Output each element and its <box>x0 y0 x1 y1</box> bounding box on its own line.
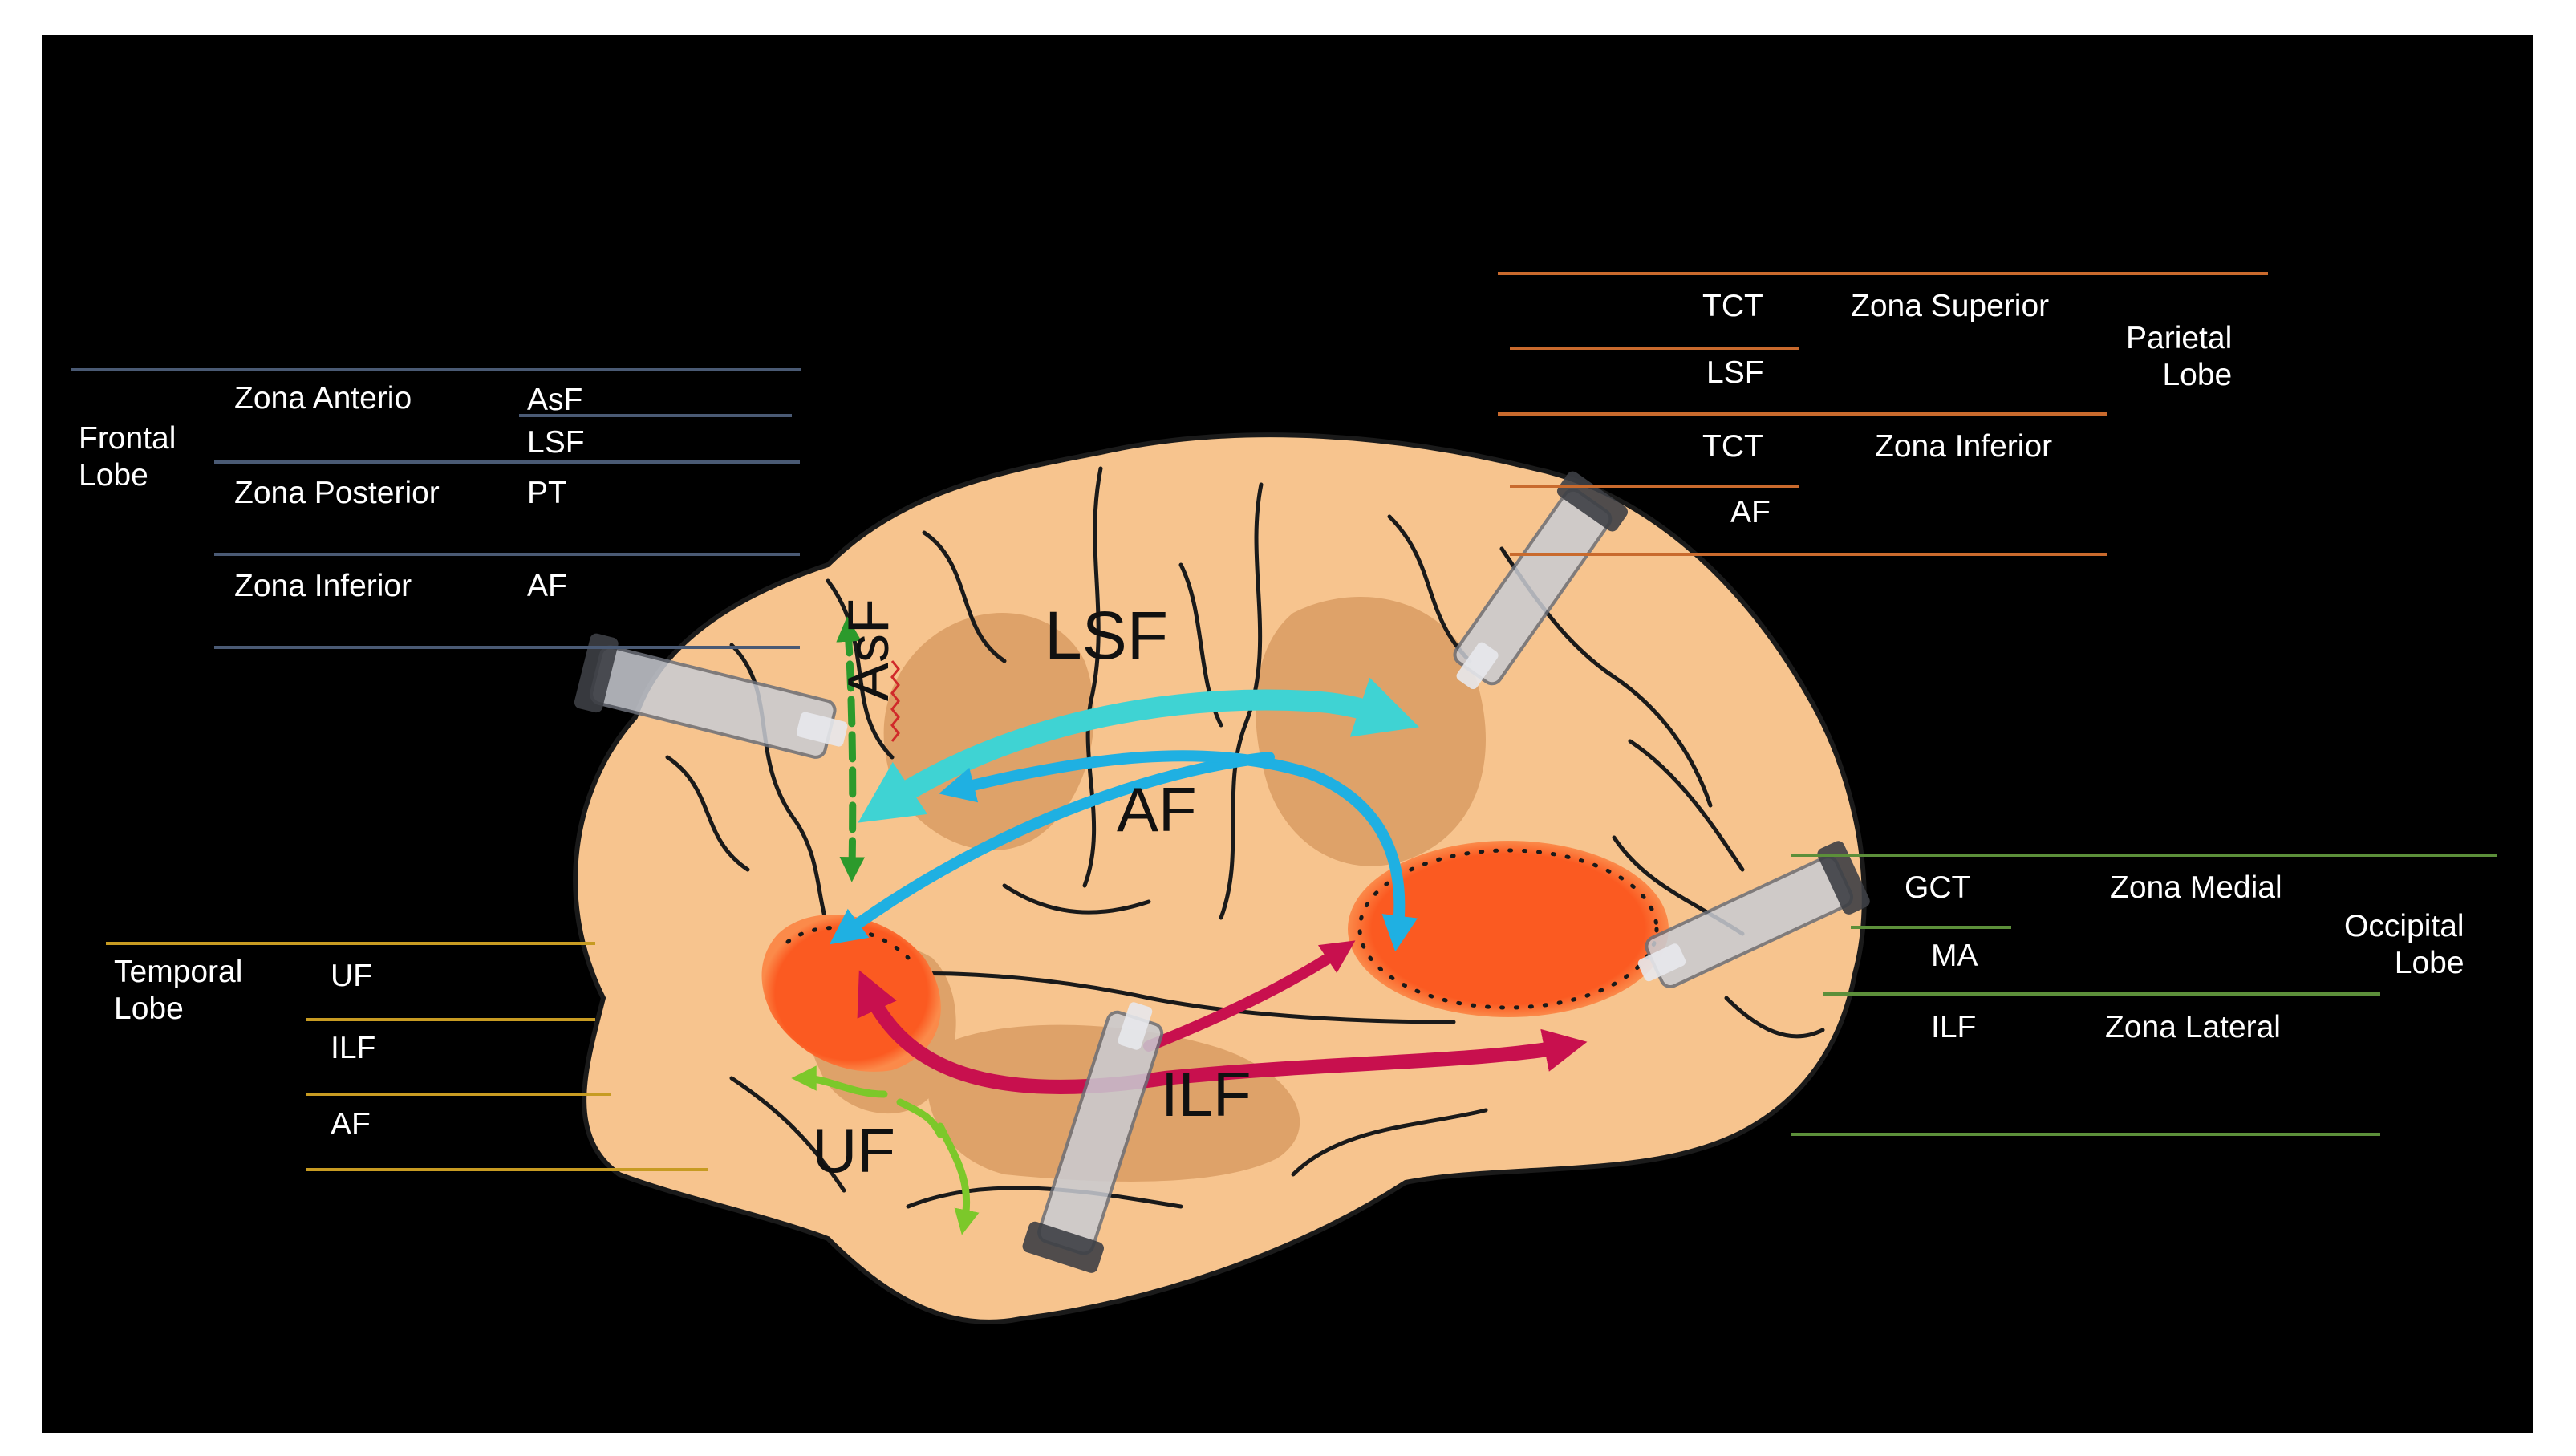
occipital-tract-gct: GCT <box>1905 870 1971 905</box>
frontal-tract-af: AF <box>527 569 567 603</box>
parietal-zone-superior: Zona Superior <box>1851 289 2050 323</box>
diagram-canvas: LSF AsF AF ILF UF Frontal Lobe Zona Ante… <box>42 35 2533 1433</box>
parietal-lobe-label: Parietal Lobe <box>2126 321 2233 392</box>
asf-arrow <box>836 616 866 882</box>
ilf-arrow-long <box>857 970 1588 1094</box>
occipital-lobe-label: Occipital Lobe <box>2344 909 2464 980</box>
temporal-tract-uf: UF <box>331 959 372 993</box>
brain-label-af: AF <box>1117 774 1197 845</box>
brain-label-asf: AsF <box>837 598 901 701</box>
occipital-tract-ilf: ILF <box>1931 1010 1977 1044</box>
probe-temporal <box>1022 1002 1164 1273</box>
uf-arrow-mid <box>896 1098 944 1138</box>
probe-occipital <box>1637 841 1870 988</box>
temporal-lobe-label: Temporal Lobe <box>114 955 243 1026</box>
asf-squiggle <box>890 660 900 742</box>
ilf-arrow-branch <box>1143 940 1356 1052</box>
uf-arrow-posterior <box>936 1122 980 1235</box>
parietal-zone-inferior: Zona Inferior <box>1875 429 2053 464</box>
frontal-tract-lsf: LSF <box>527 425 585 460</box>
parietal-tract-lsf: LSF <box>1706 355 1764 390</box>
occipital-tract-ma: MA <box>1931 939 1978 973</box>
brain-label-uf: UF <box>812 1115 895 1186</box>
frontal-tract-pt: PT <box>527 476 567 510</box>
brain-outline <box>573 432 1867 1324</box>
lsf-arrow <box>858 677 1419 823</box>
probe-frontal <box>574 633 848 759</box>
af-arrow-upper <box>939 750 1418 952</box>
frontal-lobe-label: Frontal Lobe <box>79 421 176 493</box>
parietal-tract-af: AF <box>1730 495 1771 529</box>
frontal-zone-inferior: Zona Inferior <box>234 569 412 603</box>
frontal-tract-asf: AsF <box>527 383 583 417</box>
frontal-zone-anterior: Zona Anterio <box>234 381 412 416</box>
brain-illustration <box>573 432 1870 1324</box>
frontal-zone-posterior: Zona Posterior <box>234 476 440 510</box>
occipital-zone-lateral: Zona Lateral <box>2105 1010 2281 1044</box>
uf-arrow-anterior <box>791 1065 888 1098</box>
temporal-tract-af: AF <box>331 1107 371 1142</box>
occipital-zone-medial: Zona Medial <box>2110 870 2282 905</box>
temporal-tract-ilf: ILF <box>331 1031 376 1065</box>
parietal-tract-tct-inferior: TCT <box>1702 429 1763 464</box>
parietal-tract-tct-superior: TCT <box>1702 289 1763 323</box>
brain-label-ilf: ILF <box>1161 1059 1251 1130</box>
brain-label-lsf: LSF <box>1045 598 1169 673</box>
